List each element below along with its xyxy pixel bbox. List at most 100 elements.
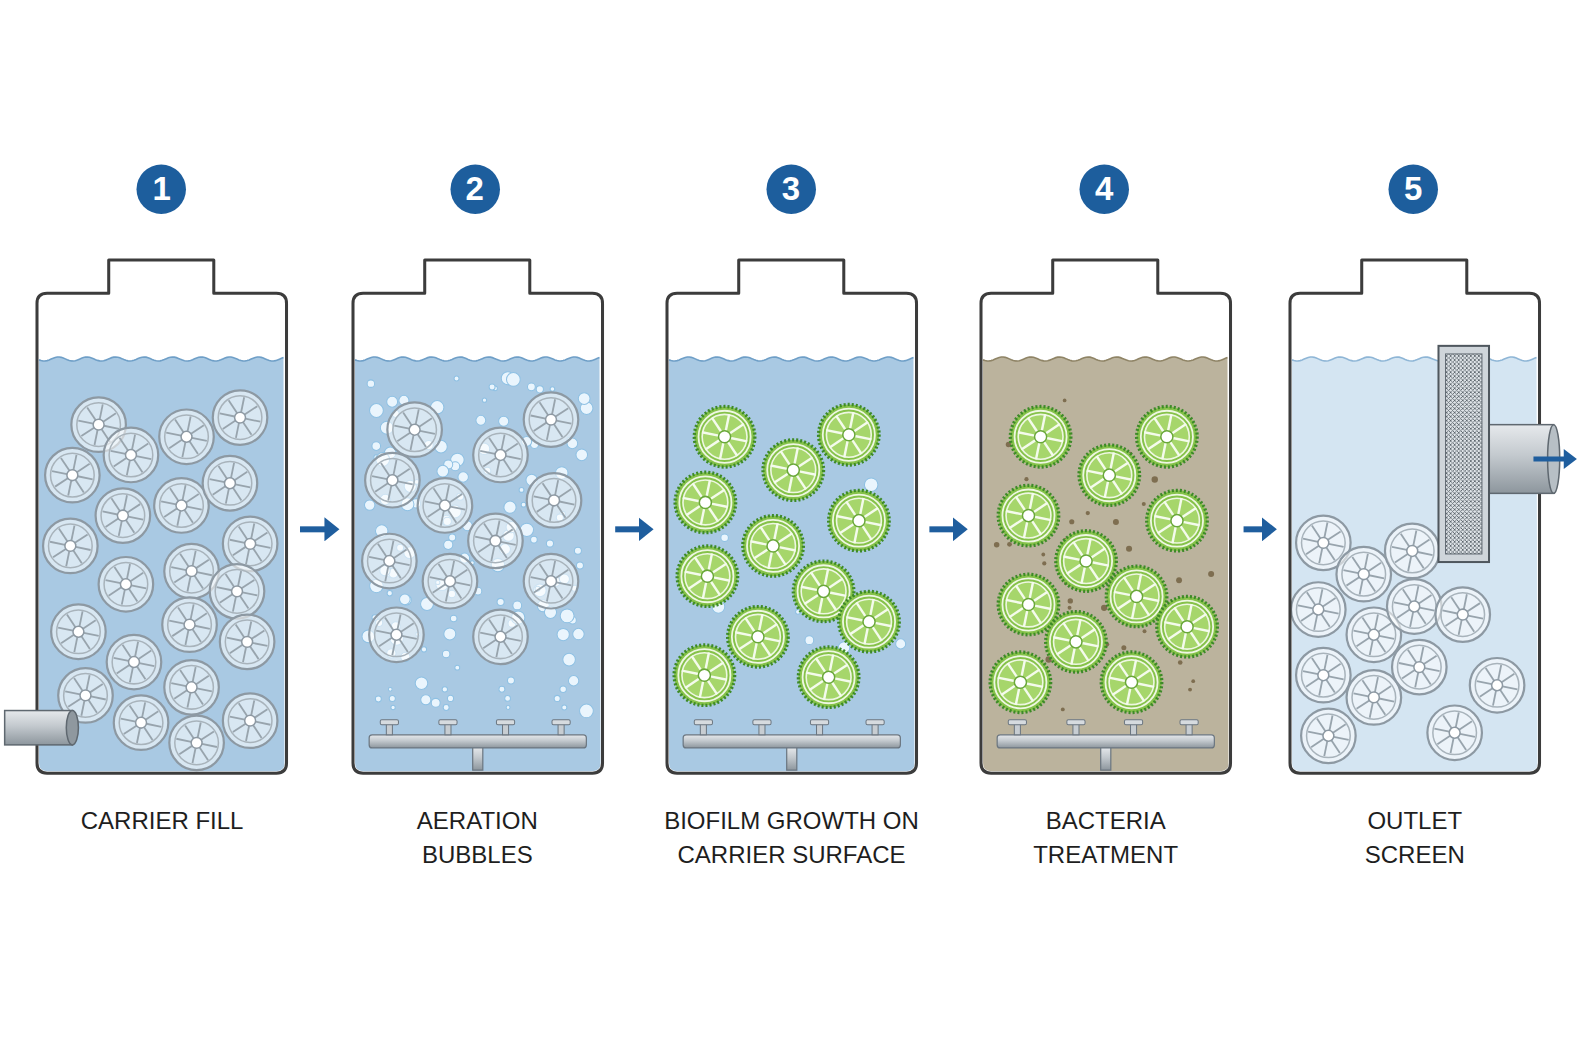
carrier-spoke: [1174, 607, 1183, 621]
carrier-spoke: [202, 744, 217, 747]
nozzle-cap: [438, 719, 456, 724]
carrier-spoke: [1375, 614, 1378, 629]
tank-outline: [1290, 260, 1540, 773]
carrier-spoke: [505, 625, 518, 633]
carrier-spoke: [253, 643, 268, 646]
biofilm-core: [846, 599, 891, 644]
diffuser-stand: [472, 747, 482, 770]
carrier-hub: [490, 535, 501, 546]
carrier-ring: [1352, 675, 1396, 719]
carrier-spoke: [88, 407, 96, 420]
air-bubble: [504, 695, 510, 701]
carrier-ring: [1060, 535, 1112, 587]
carrier-ring: [170, 665, 214, 709]
biofilm-carrier: [828, 490, 889, 551]
carrier-spoke: [1314, 614, 1317, 629]
carrier-spoke: [1178, 498, 1181, 515]
carrier-rim: [1301, 708, 1356, 763]
carrier-spoke: [194, 613, 207, 621]
carrier-spoke: [1307, 592, 1315, 605]
carrier-ring: [802, 651, 854, 703]
carrier-spoke: [231, 463, 234, 478]
tank-water: [669, 357, 914, 771]
carrier-spoke: [1329, 715, 1332, 730]
carrier-spoke: [167, 432, 182, 435]
carrier-spoke: [846, 617, 863, 620]
carrier-hub: [136, 717, 147, 728]
carrier-spoke: [175, 419, 183, 432]
process-tank: AERATION BUBBLES: [353, 260, 603, 773]
carrier-spoke: [1403, 589, 1411, 602]
carrier-hub: [495, 631, 506, 642]
tank-body: [353, 260, 603, 773]
air-bubble: [554, 695, 560, 701]
carrier-spoke: [415, 409, 418, 424]
diffuser-stand: [1101, 747, 1111, 770]
air-bubble: [521, 502, 526, 507]
carrier-spoke: [1124, 577, 1133, 591]
biofilm-core: [1087, 452, 1132, 497]
carrier-spoke: [392, 640, 395, 655]
carrier-spoke: [496, 460, 499, 475]
nozzle-cap: [380, 719, 398, 724]
carrier-spoke: [377, 543, 385, 556]
carrier-spoke: [195, 691, 203, 704]
plastic-carrier: [155, 478, 210, 533]
carrier-spoke: [82, 636, 90, 649]
carrier-spoke: [726, 414, 729, 431]
carrier-spoke: [219, 466, 227, 479]
carrier-hub: [1318, 669, 1329, 680]
carrier-spoke: [1394, 602, 1409, 605]
nozzle-cap: [753, 719, 771, 724]
carrier-spoke: [864, 508, 878, 517]
carrier-spoke: [501, 434, 504, 449]
carrier-spoke: [235, 471, 248, 479]
carrier-spoke: [140, 663, 155, 666]
carrier-spoke: [1026, 683, 1043, 686]
carrier-hub: [409, 424, 420, 435]
carrier-spoke: [252, 700, 255, 715]
carrier-spoke: [1415, 586, 1418, 601]
carrier-spoke: [1401, 533, 1409, 546]
carrier-spoke: [173, 627, 186, 635]
carrier-spoke: [1164, 501, 1173, 515]
carrier-spoke: [1008, 663, 1017, 677]
air-bubble: [489, 384, 495, 390]
carrier-spoke: [691, 656, 700, 670]
outflow-arrow-head: [1564, 449, 1577, 469]
biofilm-carrier: [675, 472, 736, 533]
carrier-spoke: [1377, 702, 1385, 715]
carrier-spoke: [183, 485, 186, 500]
carrier-ring: [473, 519, 517, 563]
carrier-spoke: [132, 585, 147, 588]
carrier-spoke: [1073, 541, 1082, 555]
carrier-spoke: [856, 602, 865, 616]
carrier-spoke: [1158, 524, 1172, 533]
carrier-spoke: [1437, 735, 1450, 743]
carrier-spoke: [178, 510, 181, 525]
plastic-carrier: [170, 715, 225, 770]
carrier-spoke: [183, 442, 186, 457]
carrier-hub: [126, 449, 137, 460]
air-bubble: [578, 392, 590, 404]
carrier-spoke: [1460, 733, 1475, 736]
air-bubble: [506, 372, 520, 386]
carrier-spoke: [380, 463, 388, 476]
carrier-spoke: [449, 494, 462, 502]
diffuser-nozzle: [444, 723, 450, 734]
carrier-spoke: [530, 415, 545, 418]
carrier-spoke: [1464, 594, 1467, 609]
carrier-spoke: [796, 475, 805, 489]
carrier-spoke: [233, 723, 246, 731]
plastic-carrier: [1296, 648, 1351, 703]
water-surface: [39, 357, 283, 361]
carrier-rim: [473, 427, 528, 482]
plastic-carrier: [165, 660, 220, 715]
diffuser-nozzle: [1014, 723, 1020, 734]
carrier-spoke: [500, 529, 513, 537]
carrier-spoke: [542, 483, 550, 496]
carrier-rim: [1336, 547, 1391, 602]
carrier-spoke: [130, 705, 138, 718]
screen-mesh: [1446, 354, 1482, 554]
carrier-spoke: [95, 430, 98, 445]
